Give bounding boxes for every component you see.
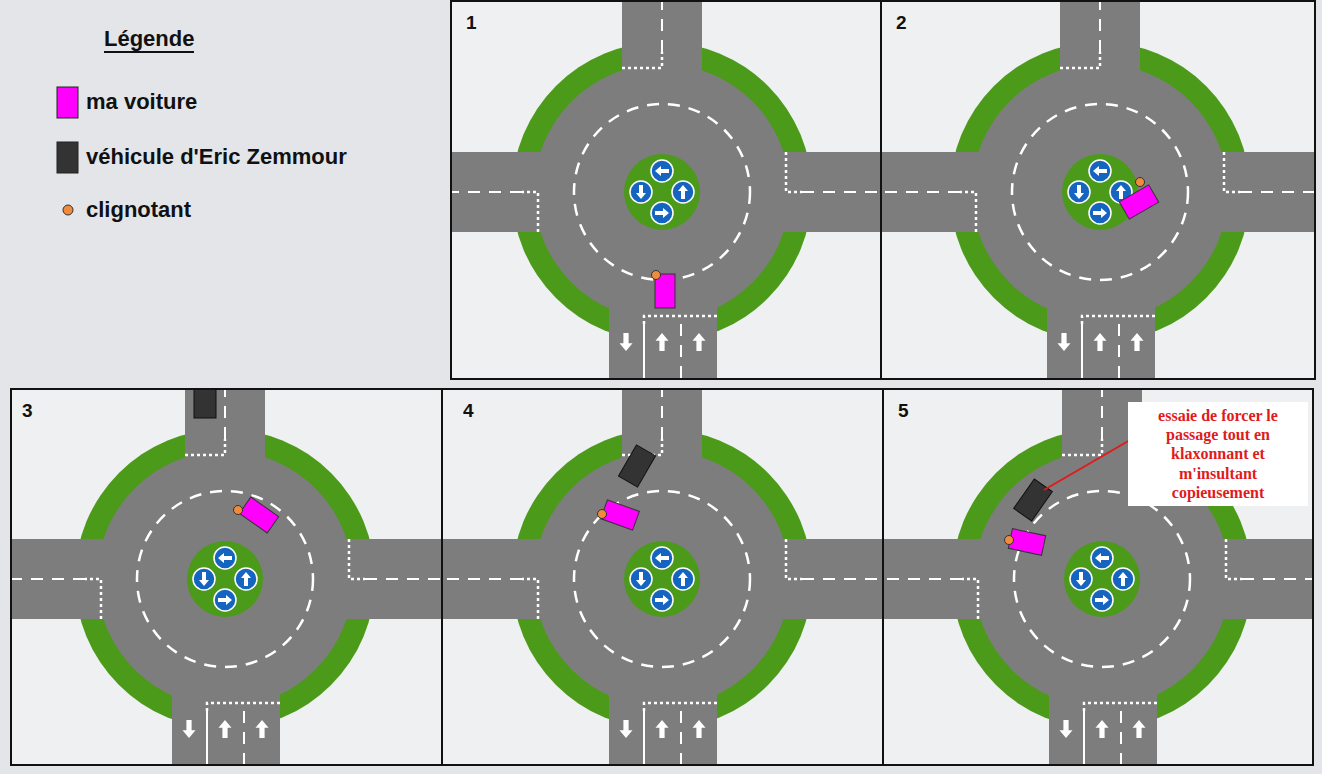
panel-number: 4 (463, 400, 474, 422)
panel: 4 (441, 388, 884, 766)
panel: 2 (880, 0, 1316, 380)
roundabout-illustration (12, 390, 443, 766)
panel-number: 3 (22, 400, 33, 422)
panel-number: 1 (466, 12, 477, 34)
legend-text: véhicule d'Eric Zemmour (86, 144, 347, 170)
panel: 1 (450, 0, 882, 380)
roundabout-illustration (882, 2, 1316, 380)
legend-swatch (57, 142, 78, 173)
panel-number: 5 (898, 400, 909, 422)
legend-text: ma voiture (86, 89, 197, 115)
roundabout-illustration (443, 390, 884, 766)
legend-title: Légende (104, 26, 194, 53)
panel: 3 (10, 388, 443, 766)
callout-text: essaie de forcer le passage tout en klax… (1158, 407, 1278, 501)
leader-line (1044, 440, 1130, 490)
legend-swatch (57, 87, 78, 118)
legend-swatch (63, 205, 73, 215)
callout-box: essaie de forcer le passage tout en klax… (1128, 402, 1308, 506)
roundabout-illustration (452, 2, 882, 380)
panel-number: 2 (896, 12, 907, 34)
legend-text: clignotant (86, 197, 191, 223)
